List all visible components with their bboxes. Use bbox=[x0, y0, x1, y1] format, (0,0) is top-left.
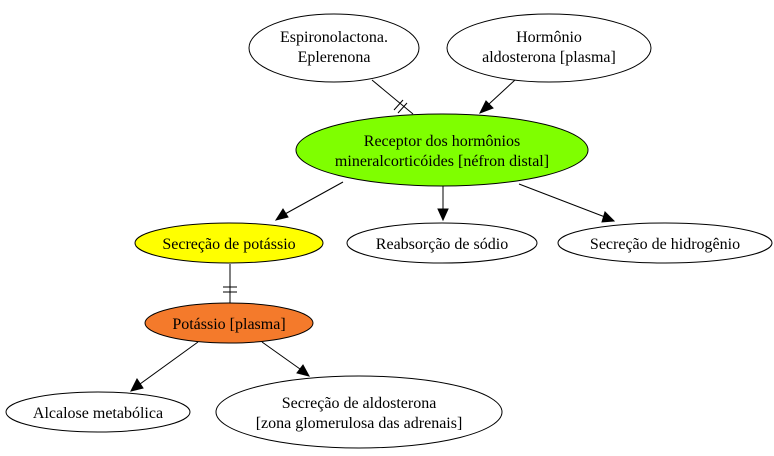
node-reabsorcao-sodio-ellipse bbox=[346, 222, 538, 264]
node-aldosterona-plasma-label-2: aldosterona [plasma] bbox=[482, 49, 616, 66]
node-secrecao-aldosterona-label-1: Secreção de aldosterona bbox=[282, 395, 437, 412]
edge-potassio-alcalose bbox=[130, 341, 199, 392]
node-receptor: Receptor dos hormônios mineralcorticóide… bbox=[295, 113, 589, 187]
node-aldosterona-plasma-ellipse bbox=[446, 13, 652, 83]
node-reabsorcao-sodio-label: Reabsorção de sódio bbox=[376, 236, 508, 253]
edge-potassio-secrecao-aldosterona bbox=[261, 341, 310, 377]
node-secrecao-aldosterona: Secreção de aldosterona [zona glomerulos… bbox=[215, 375, 503, 449]
node-espironolactona: Espironolactona. Eplerenona bbox=[248, 13, 420, 83]
node-secrecao-aldosterona-label-2: [zona glomerulosa das adrenais] bbox=[256, 415, 463, 432]
node-alcalose: Alcalose metabólica bbox=[5, 391, 191, 433]
node-receptor-label-1: Receptor dos hormônios bbox=[364, 133, 520, 150]
node-alcalose-ellipse bbox=[5, 391, 191, 433]
node-secrecao-hidrogenio: Secreção de hidrogênio bbox=[557, 222, 773, 264]
edge-receptor-reabsorcao-sodio bbox=[437, 186, 449, 222]
node-secrecao-aldosterona-ellipse bbox=[215, 375, 503, 449]
node-secrecao-hidrogenio-ellipse bbox=[557, 222, 773, 264]
edge-espironolactona-receptor bbox=[371, 79, 414, 115]
node-aldosterona-plasma-label-1: Hormônio bbox=[516, 29, 582, 46]
edges bbox=[130, 79, 616, 392]
node-espironolactona-label-1: Espironolactona. bbox=[280, 29, 388, 46]
edge-secrecao-potassio-potassio bbox=[223, 264, 237, 303]
node-potassio-plasma-ellipse bbox=[144, 302, 314, 344]
edge-receptor-secrecao-potassio bbox=[274, 181, 344, 221]
node-potassio-plasma: Potássio [plasma] bbox=[144, 302, 314, 344]
node-reabsorcao-sodio: Reabsorção de sódio bbox=[346, 222, 538, 264]
edge-receptor-secrecao-hidrogenio bbox=[518, 183, 616, 223]
node-receptor-label-2: mineralcorticóides [néfron distal] bbox=[335, 153, 549, 170]
node-receptor-ellipse bbox=[295, 113, 589, 187]
node-espironolactona-ellipse bbox=[248, 13, 420, 83]
edge-aldosterona-receptor bbox=[478, 79, 516, 114]
node-potassio-plasma-label: Potássio [plasma] bbox=[172, 316, 285, 333]
node-secrecao-potassio-label: Secreção de potássio bbox=[162, 236, 295, 253]
node-aldosterona-plasma: Hormônio aldosterona [plasma] bbox=[446, 13, 652, 83]
node-alcalose-label: Alcalose metabólica bbox=[33, 405, 163, 422]
node-secrecao-potassio-ellipse bbox=[134, 222, 324, 264]
node-secrecao-potassio: Secreção de potássio bbox=[134, 222, 324, 264]
node-espironolactona-label-2: Eplerenona bbox=[298, 49, 371, 66]
node-secrecao-hidrogenio-label: Secreção de hidrogênio bbox=[590, 236, 740, 253]
